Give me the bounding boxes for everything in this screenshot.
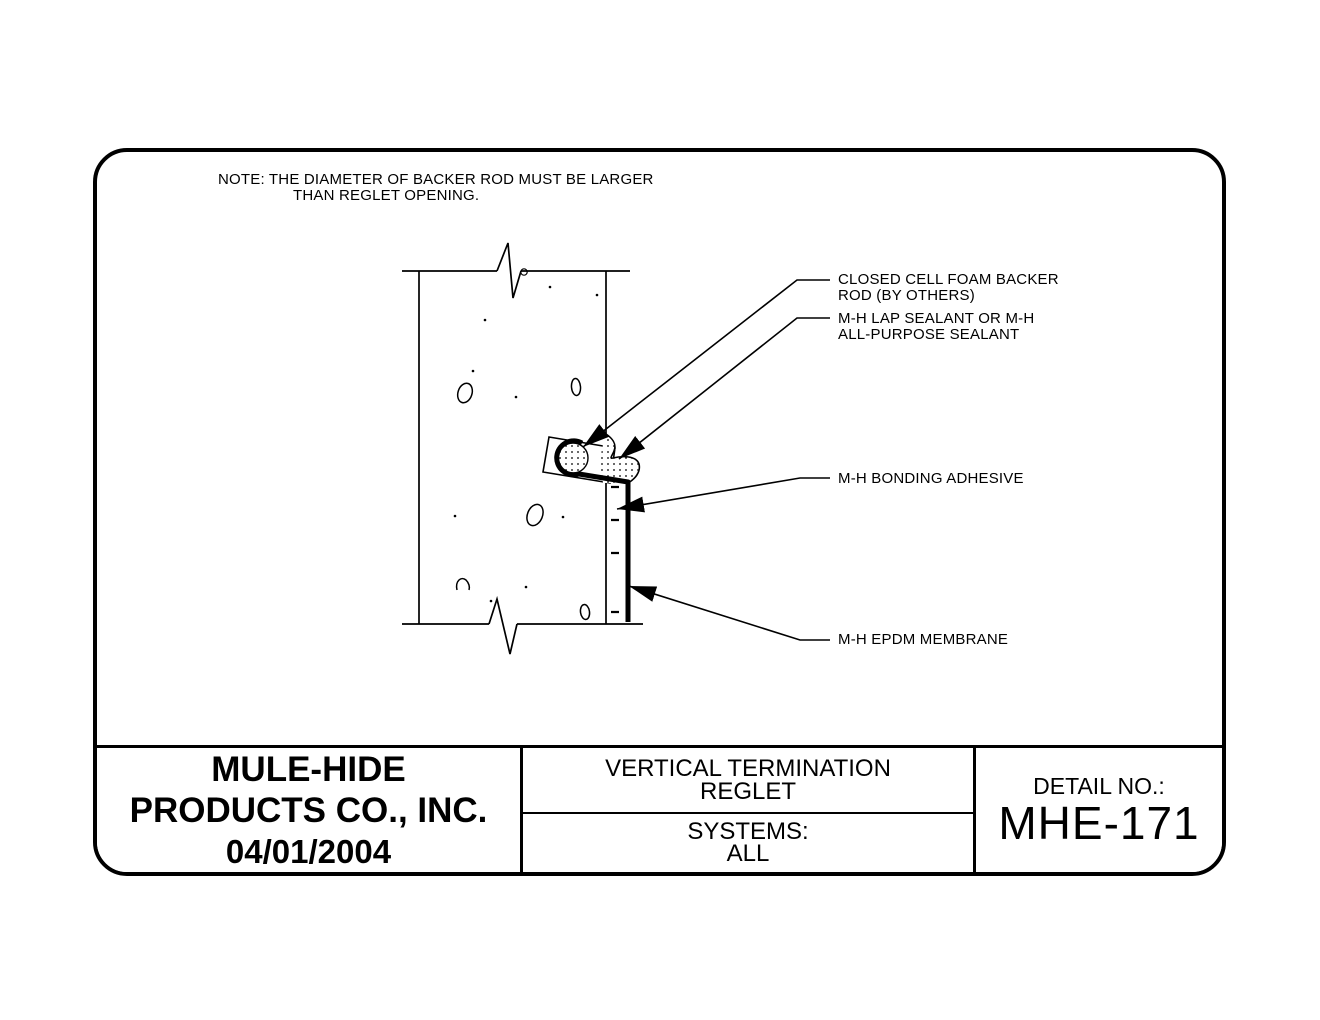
systems-label: SYSTEMS: [687, 818, 809, 845]
callout-bonding-adhesive: M-H BONDING ADHESIVE [838, 471, 1024, 487]
callout-bonding-adhesive-line1: M-H BONDING ADHESIVE [838, 470, 1024, 487]
drawing-date: 04/01/2004 [225, 832, 392, 870]
title-block-detail-no-cell: DETAIL NO.: MHE-171 [976, 748, 1222, 872]
title-block-middle-cell: VERTICAL TERMINATION REGLET SYSTEMS: ALL [523, 748, 976, 872]
callout-lap-sealant-line2: ALL-PURPOSE SEALANT [838, 326, 1020, 343]
callout-backer-rod-line2: ROD (BY OTHERS) [838, 287, 975, 304]
callout-backer-rod-line1: CLOSED CELL FOAM BACKER [838, 271, 1059, 288]
company-name-line2: PRODUCTS CO., INC. [129, 790, 488, 830]
systems-cell: SYSTEMS: ALL [523, 814, 973, 872]
top-break-line [496, 242, 522, 299]
callout-backer-rod: CLOSED CELL FOAM BACKER ROD (BY OTHERS) [838, 272, 1059, 304]
drawing-note-line1: NOTE: THE DIAMETER OF BACKER ROD MUST BE… [218, 171, 654, 188]
detail-title: VERTICAL TERMINATION REGLET [523, 748, 973, 814]
bottom-break-line [488, 595, 518, 655]
detail-title-line1: VERTICAL TERMINATION [605, 755, 891, 782]
company-name-line1: MULE-HIDE [211, 749, 406, 789]
epdm-membrane [554, 438, 631, 622]
detail-no-value: MHE-171 [998, 796, 1200, 849]
bonding-adhesive-dashes [611, 485, 619, 614]
wall-section [402, 242, 643, 655]
callout-lap-sealant: M-H LAP SEALANT OR M-H ALL-PURPOSE SEALA… [838, 311, 1034, 343]
leader-bonding-adhesive [616, 477, 830, 513]
drawing-note: NOTE: THE DIAMETER OF BACKER ROD MUST BE… [218, 172, 654, 204]
detail-no-label: DETAIL NO.: [1033, 772, 1165, 799]
sheet-border: MULE-HIDE PRODUCTS CO., INC. 04/01/2004 … [93, 148, 1226, 876]
concrete-aggregate [453, 285, 599, 621]
leader-lines [582, 279, 830, 641]
title-block-company-cell: MULE-HIDE PRODUCTS CO., INC. 04/01/2004 [97, 748, 523, 872]
drawing-note-line2: THAN REGLET OPENING. [293, 187, 480, 204]
leader-backer-rod [582, 279, 830, 448]
callout-epdm-membrane-line1: M-H EPDM MEMBRANE [838, 631, 1009, 648]
backer-rod [557, 442, 589, 474]
systems-value: ALL [726, 840, 770, 867]
callout-lap-sealant-line1: M-H LAP SEALANT OR M-H [838, 310, 1035, 327]
callout-epdm-membrane: M-H EPDM MEMBRANE [838, 632, 1008, 648]
leader-epdm-membrane [628, 585, 830, 641]
detail-title-line2: REGLET [699, 778, 797, 805]
title-block: MULE-HIDE PRODUCTS CO., INC. 04/01/2004 … [97, 745, 1222, 872]
leader-lap-sealant [618, 317, 830, 460]
